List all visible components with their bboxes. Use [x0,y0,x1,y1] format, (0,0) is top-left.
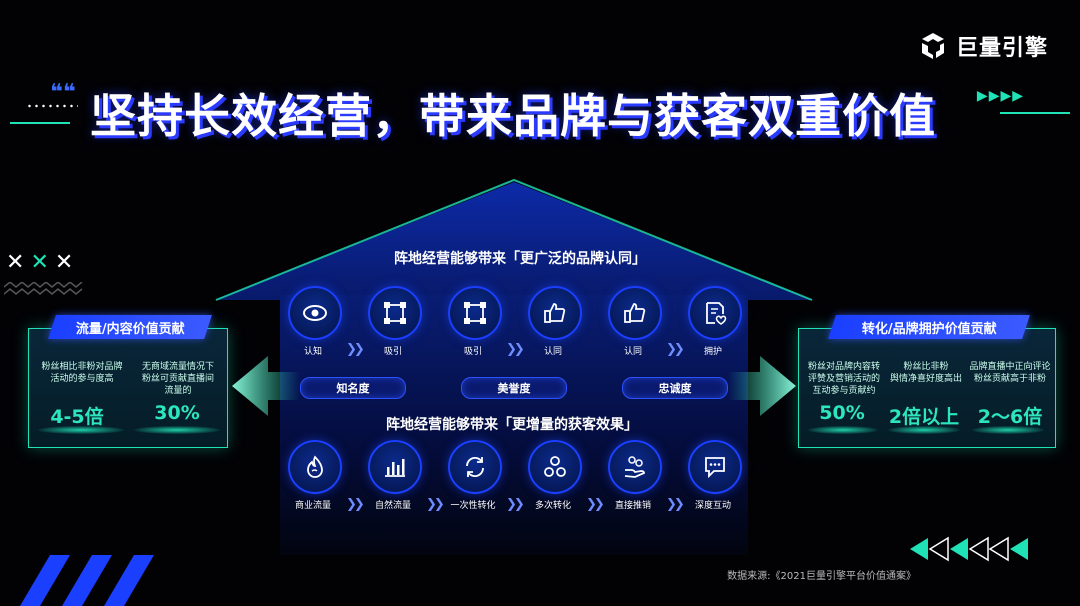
thumbs-up-icon [608,286,662,340]
quote-mark-deco: ❝❝ [50,80,76,105]
panel-tag-label: 流量/内容价值贡献 [75,321,185,337]
zigzag-deco [4,282,83,295]
stat-desc: 无商域流量情况下粉丝可贡献直播间流量的 [141,362,214,396]
stat-desc: 品牌直播中正向评论粉丝贡献高于非粉 [969,362,1051,384]
title-underline-left [10,122,70,124]
stat-pedestal [38,426,124,434]
stat-pedestal [888,426,960,434]
stat-pedestal [972,426,1044,434]
brand-mark-icon [921,33,944,59]
chevron-right-icon: ❯❯ [346,342,365,357]
cluster-icon [528,440,582,494]
chevron-right-icon: ❯❯ [506,342,525,357]
bar-chart-icon [368,440,422,494]
panel-tag-label: 转化/品牌拥护价值贡献 [861,321,997,337]
reputation-pill: 美誉度 [461,377,567,399]
icon-label: 吸引 [463,347,482,357]
triangle-arrows-deco [910,536,1028,562]
chevron-right-icon: ❯❯ [586,497,605,512]
flame-icon [288,440,342,494]
chevron-right-icon: ❯❯ [666,497,685,512]
chat-icon [688,440,742,494]
icon-label: 一次性转化 [450,501,496,511]
page-title: 坚持长效经营，带来品牌与获客双重价值 [90,89,936,143]
arrows-deco: ▶▶▶▶ [976,88,1024,104]
stat-value: 2～6倍 [977,406,1043,428]
stat-desc: 粉丝对品牌内容转评赞及营销活动的互动参与贡献约 [807,362,880,396]
cycle-icon [448,440,502,494]
slashes-deco [20,555,154,606]
thumbs-up-icon [528,286,582,340]
title-underline-right [1000,112,1070,114]
icon-label: 多次转化 [534,501,571,511]
stat-pedestal [134,426,220,434]
stat-value: 2倍以上 [888,406,960,428]
stat-pedestal [808,426,878,434]
icon-label: 直接推销 [614,501,651,511]
icon-label: 自然流量 [374,501,411,511]
loyalty-pill: 忠诚度 [622,377,728,399]
icon-label: 拥护 [703,347,722,357]
select-frame-icon [448,286,502,340]
chevron-right-icon: ❯❯ [666,342,685,357]
stat-value: 30% [154,402,200,424]
icon-label: 商业流量 [294,501,331,511]
icon-label: 吸引 [383,347,402,357]
brand-logo: 巨量引擎 [918,30,1048,62]
icon-label: 深度互动 [694,501,731,511]
icon-label: 认知 [303,347,322,357]
acquisition-heading: 阵地经营能够带来「更增量的获客效果」 [386,417,638,433]
stat-desc: 粉丝比非粉舆情净喜好度高出 [889,362,962,384]
chevron-right-icon: ❯❯ [506,497,525,512]
awareness-pill: 知名度 [300,377,406,399]
heart-doc-icon [688,286,742,340]
conversion-value-tag: 转化/品牌拥护价值贡献 [828,315,1030,339]
icon-label: 认同 [543,347,562,357]
stat-value: 50% [819,402,865,424]
icon-label: 认同 [623,347,642,357]
hand-coins-icon [608,440,662,494]
stat-value: 4-5倍 [50,406,104,428]
dotted-line-deco [26,104,78,108]
data-source-note: 数据来源:《2021巨量引擎平台价值通案》 [727,571,916,582]
brand-recognition-heading: 阵地经营能够带来「更广泛的品牌认同」 [394,251,646,267]
traffic-value-tag: 流量/内容价值贡献 [48,315,212,339]
x-marks-deco: ✕✕✕ [6,250,80,275]
chevron-right-icon: ❯❯ [346,497,365,512]
brand-name: 巨量引擎 [955,36,1048,61]
stat-desc: 粉丝相比非粉对品牌活动的参与度高 [41,362,123,384]
select-frame-icon [368,286,422,340]
eye-icon [288,286,342,340]
chevron-right-icon: ❯❯ [426,497,445,512]
